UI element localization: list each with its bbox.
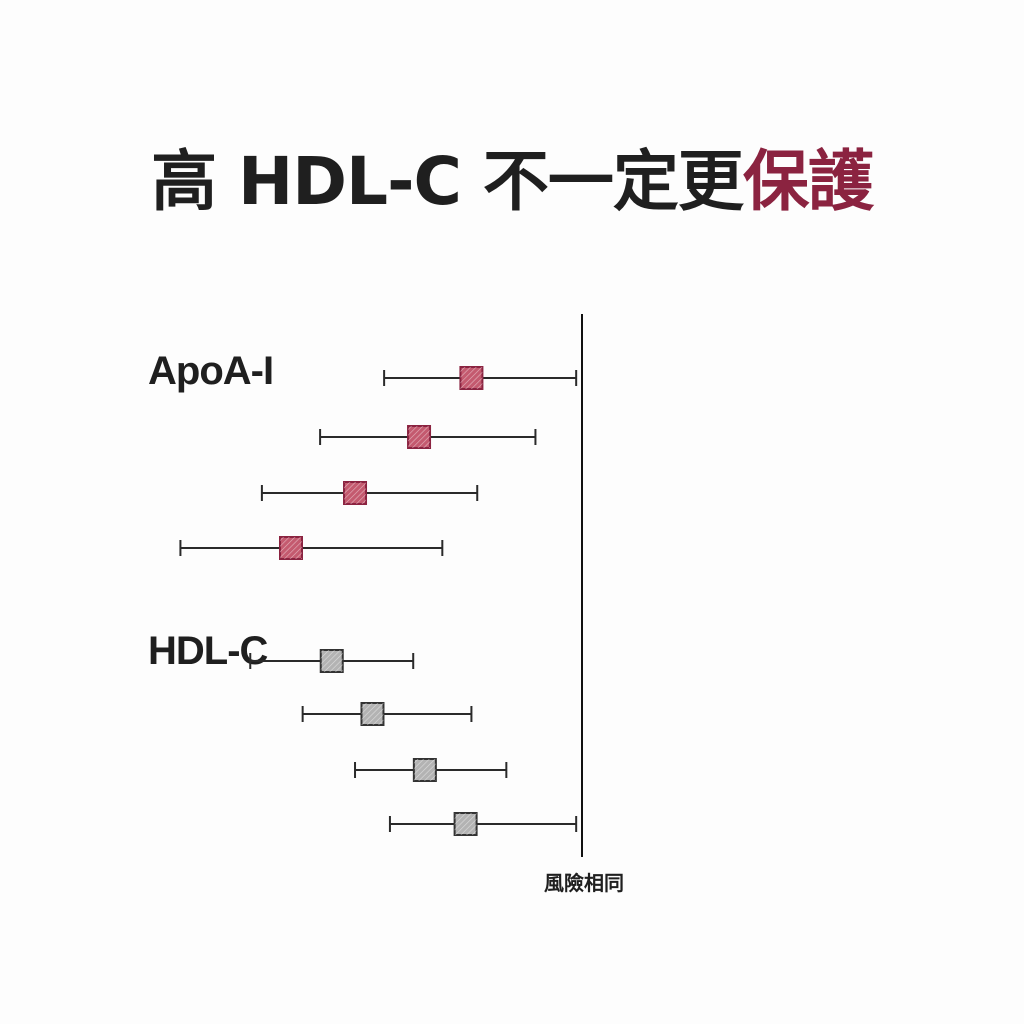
estimate-hatch-0-0	[460, 367, 483, 389]
chart-title: 高 HDL-C 不一定更保護	[0, 128, 1024, 224]
group-label-0: ApoA-I	[148, 349, 273, 393]
reference-label: 風險相同	[544, 871, 624, 895]
group-label-1: HDL-C	[148, 629, 268, 673]
estimate-hatch-0-3	[280, 537, 302, 559]
estimate-hatch-1-0	[320, 650, 343, 672]
estimate-hatch-1-3	[454, 813, 477, 835]
estimate-hatch-0-1	[408, 426, 431, 448]
title-accent: 保護	[742, 143, 874, 220]
title-main: 高 HDL-C 不一定更	[151, 143, 744, 220]
estimate-hatch-1-2	[413, 759, 436, 781]
estimate-hatch-1-1	[361, 703, 384, 725]
estimate-hatch-0-2	[344, 482, 367, 504]
